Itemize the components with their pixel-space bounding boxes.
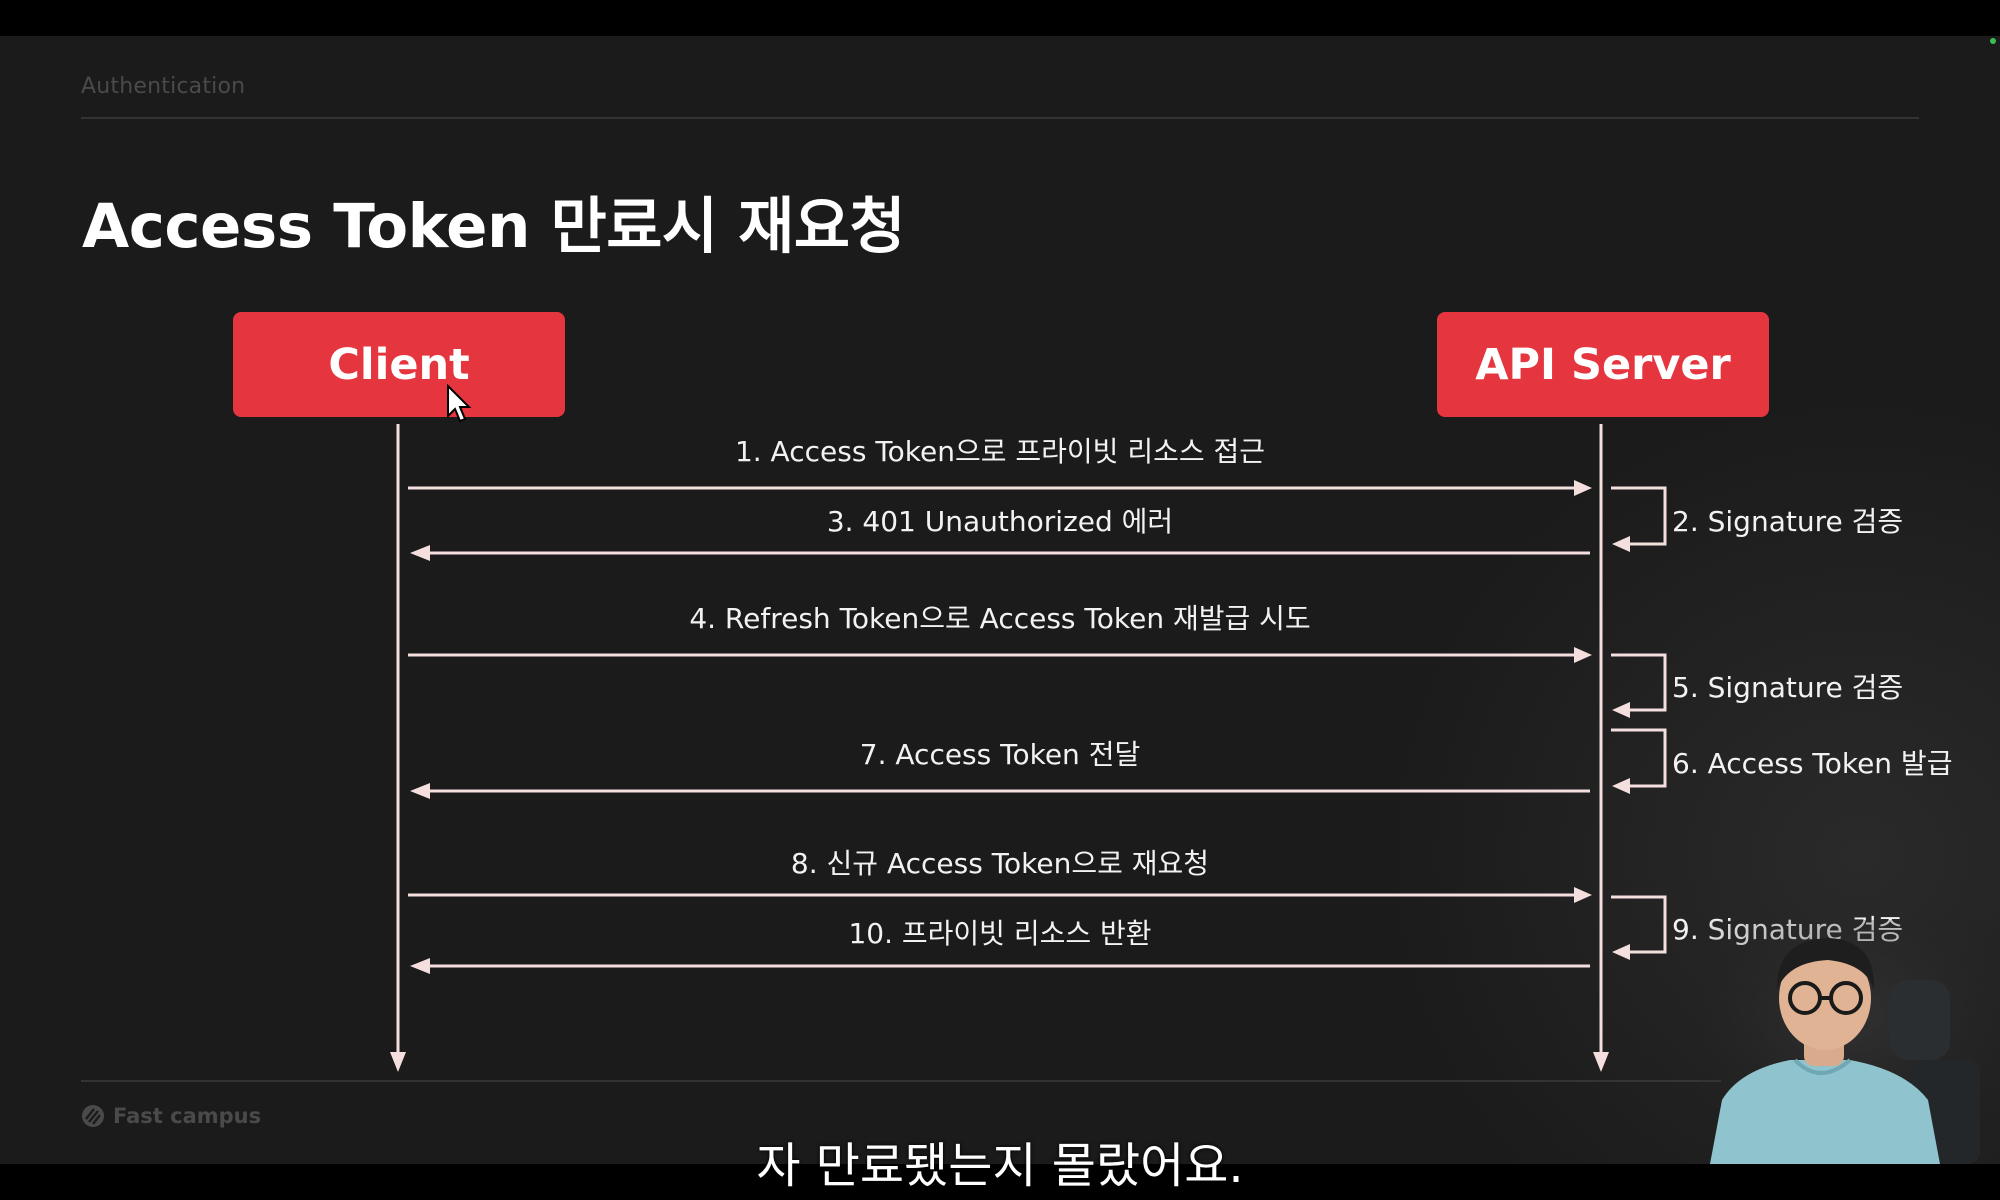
arrowhead-7	[410, 783, 430, 799]
message-label-1: 1. Access Token으로 프라이빗 리소스 접근	[734, 435, 1266, 468]
section-label: Authentication	[81, 74, 246, 99]
arrowhead-10	[410, 958, 430, 974]
self-loop-head-5	[1612, 702, 1630, 718]
message-label-8: 8. 신규 Access Token으로 재요청	[790, 847, 1210, 880]
self-loop-head-6	[1612, 778, 1630, 794]
client-lifeline-end	[390, 1052, 406, 1072]
self-loop-5	[1611, 653, 1667, 712]
self-loop-head-2	[1612, 536, 1630, 552]
self-step-label-5: 5. Signature 검증	[1672, 671, 1904, 704]
self-loop-9	[1611, 895, 1667, 954]
self-step-label-2: 2. Signature 검증	[1672, 505, 1904, 538]
brand: Fast campus	[81, 1104, 261, 1128]
bottom-divider	[81, 1080, 1721, 1082]
status-dot	[1990, 38, 1996, 44]
arrowhead-8	[1574, 887, 1592, 903]
client-actor-box: Client	[233, 312, 565, 417]
message-label-10: 10. 프라이빗 리소스 반환	[848, 917, 1152, 950]
server-lifeline-end	[1593, 1052, 1609, 1072]
self-step-label-6: 6. Access Token 발급	[1672, 747, 1953, 780]
message-label-3: 3. 401 Unauthorized 에러	[826, 505, 1174, 538]
sequence-diagram	[390, 424, 1667, 1072]
self-loop-6	[1611, 728, 1667, 788]
video-subtitle: 자 만료됐는지 몰랐어요.	[756, 1138, 1244, 1194]
message-label-7: 7. Access Token 전달	[859, 738, 1141, 771]
self-loop-head-9	[1612, 944, 1630, 960]
message-label-4: 4. Refresh Token으로 Access Token 재발급 시도	[689, 602, 1311, 635]
slide-title: Access Token 만료시 재요청	[82, 191, 906, 262]
presenter-webcam	[1700, 920, 2000, 1164]
api-server-actor-box: API Server	[1437, 312, 1769, 417]
arrowhead-3	[410, 545, 430, 561]
top-divider	[81, 117, 1919, 119]
fastcampus-logo-icon	[82, 1105, 104, 1127]
mouse-pointer-icon	[447, 384, 472, 423]
brand-label: Fast campus	[113, 1104, 262, 1128]
self-loop-2	[1611, 486, 1667, 546]
slide: Authentication Access Token 만료시 재요청	[0, 36, 2000, 1164]
arrowhead-4	[1574, 647, 1592, 663]
arrowhead-1	[1574, 480, 1592, 496]
